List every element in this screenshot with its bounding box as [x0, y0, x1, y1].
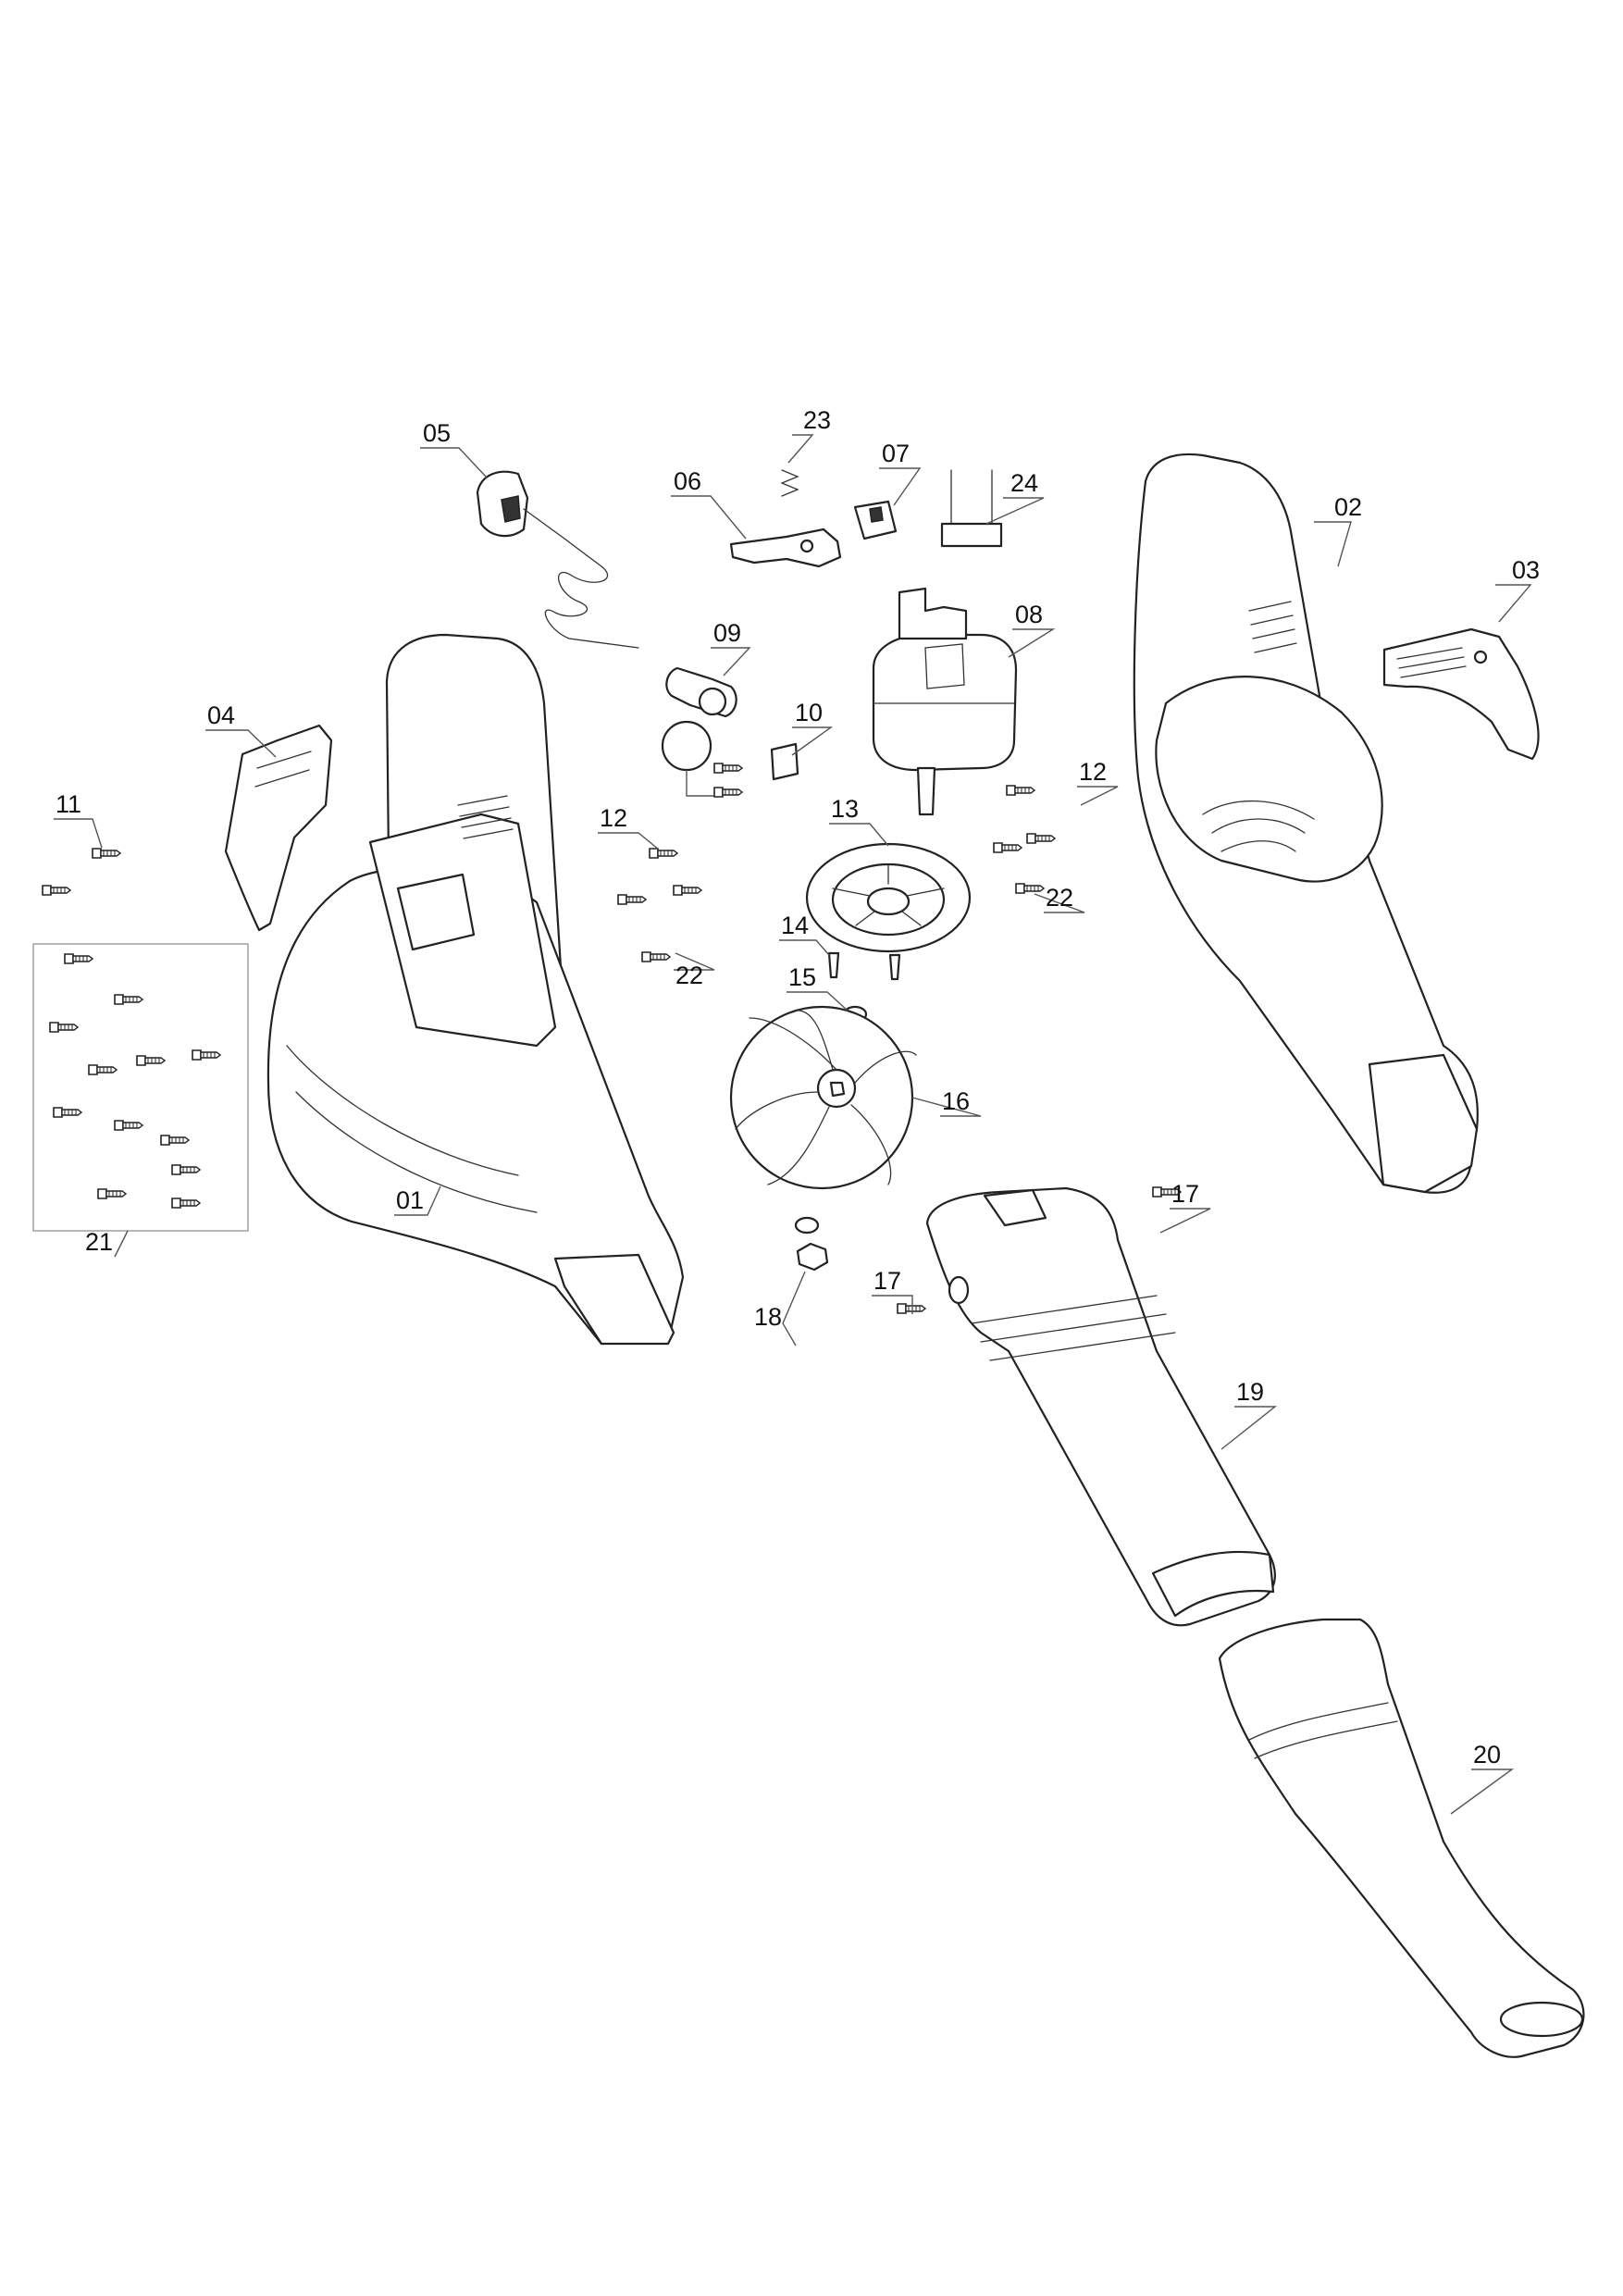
label-part-11: 11 [56, 790, 81, 818]
label-part-06: 06 [674, 467, 701, 495]
label-part-03: 03 [1512, 556, 1540, 584]
part-labels: 01 02 03 04 05 06 07 08 09 10 11 12 12 13 14 15 16 17 17 18… [56, 406, 1540, 1769]
power-cord [476, 470, 639, 649]
label-part-01: 01 [396, 1186, 424, 1214]
label-part-09: 09 [713, 619, 741, 647]
housing-right-half [1133, 453, 1479, 1194]
switch-cover-right [1382, 627, 1540, 761]
leader-lines [54, 434, 1532, 1815]
switch-lever [729, 527, 842, 568]
screw-small [827, 951, 840, 979]
label-part-17b: 17 [873, 1267, 901, 1295]
label-part-22b: 22 [1046, 884, 1073, 912]
motor [872, 587, 1018, 816]
fan-impeller [729, 1005, 917, 1190]
label-part-07: 07 [882, 440, 910, 467]
switch-cover-left [224, 724, 333, 932]
label-part-14: 14 [781, 912, 809, 939]
label-part-19: 19 [1236, 1378, 1264, 1406]
cord-clamp-ball [661, 720, 722, 797]
blower-tube [925, 1186, 1276, 1627]
label-part-16: 16 [942, 1087, 970, 1115]
screw-kit-frame [32, 943, 249, 1232]
label-part-15: 15 [788, 963, 816, 991]
label-part-22a: 22 [675, 962, 703, 989]
blower-nozzle [1218, 1618, 1585, 2058]
motor-mount-plate [805, 842, 972, 953]
cable-holder [940, 469, 1003, 548]
label-part-12b: 12 [1079, 758, 1107, 786]
label-part-20: 20 [1473, 1741, 1501, 1769]
label-part-13: 13 [831, 795, 859, 823]
spring [780, 469, 799, 497]
label-part-02: 02 [1334, 493, 1362, 521]
cable-clamp [770, 742, 799, 781]
label-part-18: 18 [754, 1303, 782, 1331]
housing-left-half [266, 633, 685, 1346]
label-part-10: 10 [795, 699, 823, 726]
screw-small-b [888, 953, 901, 981]
label-part-17a: 17 [1171, 1180, 1199, 1208]
label-part-23: 23 [803, 406, 831, 434]
label-part-04: 04 [207, 701, 235, 729]
label-part-12a: 12 [600, 804, 627, 832]
label-part-05: 05 [423, 419, 451, 447]
label-part-24: 24 [1010, 469, 1038, 497]
microswitch [853, 500, 898, 540]
hex-nut [794, 1216, 829, 1272]
label-part-21: 21 [85, 1228, 113, 1256]
cord-bushing [665, 666, 737, 718]
label-part-08: 08 [1015, 601, 1043, 628]
